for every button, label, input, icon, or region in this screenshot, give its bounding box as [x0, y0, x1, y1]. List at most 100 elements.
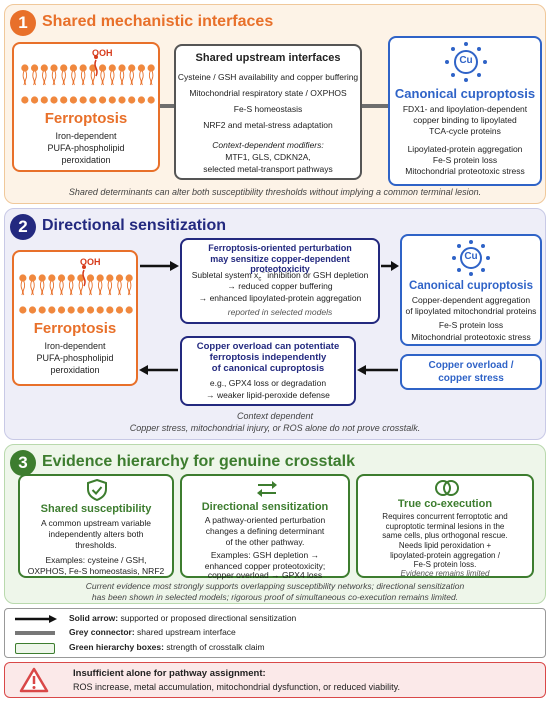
- legend-grey-connector: [15, 631, 55, 635]
- membrane-lipid: [39, 280, 45, 296]
- top-line-2: → reduced copper buffering: [227, 281, 333, 291]
- legend-arrow-icon: [15, 615, 57, 623]
- bottom-title-3: of canonical cuproptosis: [211, 363, 325, 374]
- membrane-lipid: [30, 64, 39, 72]
- membrane-lipid: [96, 306, 104, 314]
- membrane-lipid: [86, 306, 95, 314]
- membrane-ooh-icon: [21, 55, 155, 104]
- card2-example-2: enhanced copper proteotoxicity;: [204, 561, 326, 571]
- cuproptosis-box-2: Cu Canonical cuproptosis Copper-dependen…: [400, 234, 542, 346]
- overlapping-circles-icon: [435, 480, 459, 496]
- membrane-lipid: [19, 306, 27, 314]
- card2-line-1: A pathway-oriented perturbation: [204, 515, 326, 525]
- top-line-1: Subletal system xc− inhibition or GSH de…: [191, 269, 369, 283]
- membrane-lipid: [98, 96, 107, 104]
- ferroptosis-title-2: Ferroptosis: [33, 320, 117, 337]
- membrane-lipid: [21, 96, 29, 104]
- membrane-lipid: [38, 306, 46, 314]
- ferroptosis-title: Ferroptosis: [44, 110, 128, 127]
- legend: Solid arrow: supported or proposed direc…: [4, 608, 546, 658]
- membrane-lipid: [77, 306, 85, 314]
- membrane-lipid: [68, 280, 74, 296]
- membrane-lipid: [42, 70, 47, 86]
- ferro2-desc-3: peroxidation: [50, 365, 100, 375]
- membrane-lipid: [98, 64, 107, 72]
- ferro-to-cupro-box: Ferroptosis-oriented perturbation may se…: [180, 238, 380, 324]
- membrane-lipid: [57, 306, 66, 314]
- card1-title: Shared susceptibility: [40, 503, 152, 515]
- membrane-lipid: [79, 64, 87, 72]
- cupro-desc-6: Mitochondrial proteotoxic stress: [405, 166, 525, 176]
- membrane-lipid: [50, 64, 58, 72]
- membrane-lipid: [119, 70, 125, 86]
- cu-label-2: Cu: [464, 251, 478, 262]
- top-title-2: may sensitize copper-dependent proteotox…: [210, 254, 350, 274]
- membrane-lipid: [128, 96, 136, 104]
- membrane-lipid: [19, 274, 27, 282]
- card2-example-1: Examples: GSH depletion →: [210, 550, 320, 560]
- membrane-lipid: [28, 306, 37, 314]
- modifiers-1: MTF1, GLS, CDKN2A,: [225, 152, 311, 162]
- card1-line-2: independently alters both: [48, 529, 144, 539]
- arrow-right-2: [381, 261, 399, 271]
- shared-item-4: NRF2 and metal-stress adaptation: [203, 120, 333, 130]
- membrane-lipid: [106, 274, 114, 282]
- membrane-lipid: [125, 274, 133, 282]
- shared-title: Shared upstream interfaces: [195, 52, 341, 64]
- membrane-lipid: [38, 274, 46, 282]
- card3-line-5: lipoylated-protein aggregation /: [390, 550, 500, 560]
- bottom-line-1: e.g., GPX4 loss or degradation: [209, 378, 327, 388]
- shared-upstream-box: Shared upstream interfaces Cysteine / GS…: [174, 44, 362, 180]
- grey-connector-left: [160, 104, 174, 108]
- section2-footnote-1: Context dependent: [236, 411, 314, 421]
- ferro2-desc-1: Iron-dependent: [44, 341, 106, 351]
- card1-example-1: Examples: cysteine / GSH,: [45, 555, 147, 565]
- membrane-lipid: [118, 64, 126, 72]
- card1-example-2: OXPHOS, Fe-S homeostasis, NRF2: [27, 566, 165, 576]
- bottom-title-2: ferroptosis independently: [209, 352, 327, 363]
- stress-line-2: copper stress: [438, 373, 504, 384]
- ferroptosis-box-2: OOH Ferroptosis Iron-dependent PUFA-phos…: [12, 250, 138, 386]
- cu-label: Cu: [459, 55, 473, 66]
- section2-footnote-2: Copper stress, mitochondrial injury, or …: [129, 423, 421, 433]
- ferro-desc-2: PUFA-phospholipid: [47, 143, 125, 153]
- membrane-lipid: [82, 265, 86, 269]
- membrane-lipid: [89, 96, 97, 104]
- card3-line-6: Fe-S protein loss.: [413, 560, 477, 569]
- membrane-lipid: [69, 64, 78, 72]
- shared-item-3: Fe-S homeostasis: [233, 104, 303, 114]
- membrane-lipid: [48, 306, 56, 314]
- membrane-lipid: [78, 280, 84, 296]
- top-title-1: Ferroptosis-oriented perturbation: [208, 243, 352, 253]
- membrane-lipid: [51, 70, 57, 86]
- membrane-lipid: [96, 274, 104, 282]
- shared-item-1: Cysteine / GSH availability and copper b…: [177, 72, 359, 82]
- membrane-lipid: [40, 96, 48, 104]
- copper-atom-icon: [445, 42, 487, 82]
- section3-footnote-1: Current evidence most strongly supports …: [85, 581, 465, 591]
- arrow-left-2: [357, 365, 398, 375]
- cupro2-desc-3: Fe-S protein loss: [438, 320, 504, 330]
- membrane-lipid: [40, 64, 48, 72]
- membrane-lipid: [67, 274, 75, 282]
- membrane-lipid: [60, 64, 68, 72]
- membrane-lipid: [100, 70, 105, 86]
- ferro-desc-3: peroxidation: [61, 155, 111, 165]
- membrane-lipid: [110, 70, 115, 86]
- membrane-lipid: [94, 55, 98, 59]
- card2-line-3: of the other pathway.: [225, 537, 305, 547]
- membrane-lipid: [21, 64, 29, 72]
- cuproptosis-title-2: Canonical cuproptosis: [409, 280, 533, 292]
- section3-footnote-2: has been shown in selected models; rigor…: [91, 592, 459, 602]
- modifiers-2: selected metal-transport pathways: [203, 164, 333, 174]
- membrane-lipid: [82, 269, 86, 287]
- cupro-desc-4: Lipoylated-protein aggregation: [407, 144, 523, 154]
- ferroptosis-box-1: OOH Ferroptosis Iron-dependent PUFA-phos…: [12, 42, 160, 172]
- section-number-2: 2: [10, 214, 36, 240]
- section-title-2: Directional sensitization: [42, 217, 227, 234]
- card3-line-7: Evidence remains limited: [400, 569, 490, 578]
- cuproptosis-title: Canonical cuproptosis: [394, 86, 536, 101]
- membrane-lipid: [28, 274, 37, 282]
- legend-arrow-text: Solid arrow: supported or proposed direc…: [69, 613, 297, 623]
- membrane-lipid: [69, 96, 78, 104]
